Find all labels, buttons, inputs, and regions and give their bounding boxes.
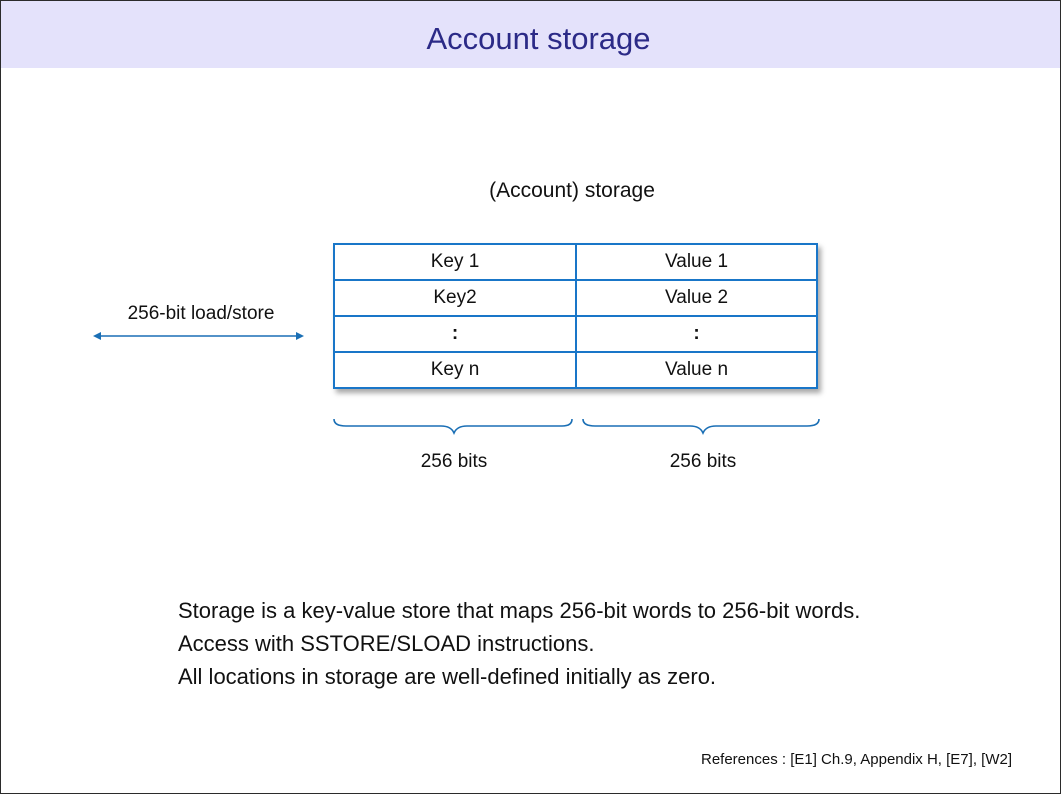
body-text: Storage is a key-value store that maps 2… (178, 594, 860, 693)
load-store-label: 256-bit load/store (127, 303, 275, 324)
table-row: Key n Value n (333, 351, 818, 389)
key-bits-label: 256 bits (420, 451, 488, 472)
value-cell: Value n (575, 351, 818, 389)
diagram-caption: (Account) storage (489, 179, 655, 202)
value-cell: Value 2 (575, 279, 818, 317)
key-cell: : (333, 315, 577, 353)
title-bar: Account storage (1, 1, 1060, 68)
value-brace-icon (582, 418, 820, 436)
body-line: Access with SSTORE/SLOAD instructions. (178, 631, 595, 656)
table-row: : : (333, 315, 818, 353)
value-cell: Value 1 (575, 243, 818, 281)
body-line: All locations in storage are well-define… (178, 664, 717, 689)
references: References : [E1] Ch.9, Appendix H, [E7]… (701, 751, 1012, 768)
table-row: Key2 Value 2 (333, 279, 818, 317)
key-cell: Key2 (333, 279, 577, 317)
slide-title: Account storage (426, 21, 651, 56)
key-cell: Key n (333, 351, 577, 389)
value-cell: : (575, 315, 818, 353)
value-bits-label: 256 bits (669, 451, 737, 472)
table-row: Key 1 Value 1 (333, 243, 818, 281)
double-arrow-icon (93, 332, 304, 340)
storage-table: Key 1 Value 1 Key2 Value 2 : : Key n Val… (333, 243, 818, 389)
key-brace-icon (333, 418, 573, 436)
body-line: Storage is a key-value store that maps 2… (178, 598, 861, 623)
key-cell: Key 1 (333, 243, 577, 281)
